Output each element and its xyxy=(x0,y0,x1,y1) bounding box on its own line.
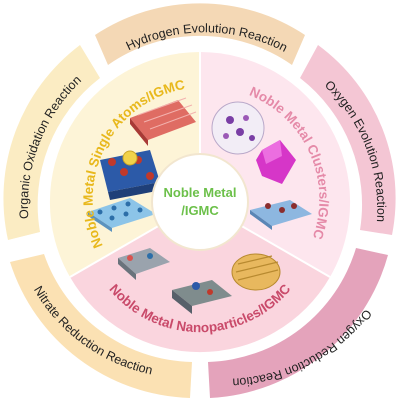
np-rod-image-1 xyxy=(118,248,170,280)
cluster-sphere-image-1 xyxy=(211,101,265,155)
np-slab-image-2 xyxy=(172,280,232,314)
center-title-line1: Noble Metal xyxy=(164,185,237,200)
single-atoms-illustrations xyxy=(88,97,197,232)
center-hub xyxy=(151,153,249,251)
nrr-band xyxy=(10,254,192,398)
np-disc-image-3 xyxy=(231,253,281,291)
outer-ring xyxy=(3,3,396,398)
cluster-sheet-image-3 xyxy=(250,200,312,230)
oor-band xyxy=(3,45,100,240)
atom-lattice-image-1 xyxy=(130,97,197,146)
her-band xyxy=(95,3,305,66)
cluster-crystal-image-2 xyxy=(256,140,296,184)
orr-band xyxy=(208,248,388,398)
oer-band xyxy=(300,45,396,235)
clusters-illustrations xyxy=(211,101,312,230)
nanoparticles-illustrations xyxy=(118,248,281,314)
center-title-line2: /IGMC xyxy=(181,203,219,218)
atom-sheet-image-3 xyxy=(88,198,156,232)
atom-crystal-image-2 xyxy=(100,150,162,200)
